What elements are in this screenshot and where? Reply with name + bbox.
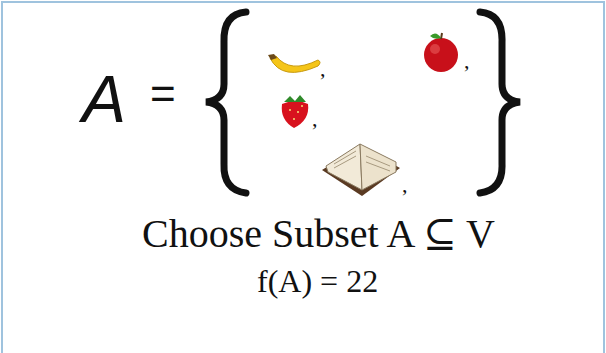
book-icon: [322, 144, 400, 196]
banana-icon: [268, 54, 320, 72]
strawberry-icon: [282, 95, 308, 128]
left-brace: [206, 12, 246, 193]
comma: ,: [320, 58, 326, 80]
function-value: f(A) = 22: [257, 265, 378, 297]
right-brace: [480, 12, 520, 193]
set-symbol: A: [82, 66, 126, 132]
apple-icon: [424, 33, 458, 72]
comma: ,: [402, 174, 408, 196]
comma: ,: [464, 50, 470, 72]
comma: ,: [312, 108, 318, 130]
equals-sign: =: [150, 72, 176, 116]
instruction-text: Choose Subset A ⊆ V: [142, 214, 495, 254]
